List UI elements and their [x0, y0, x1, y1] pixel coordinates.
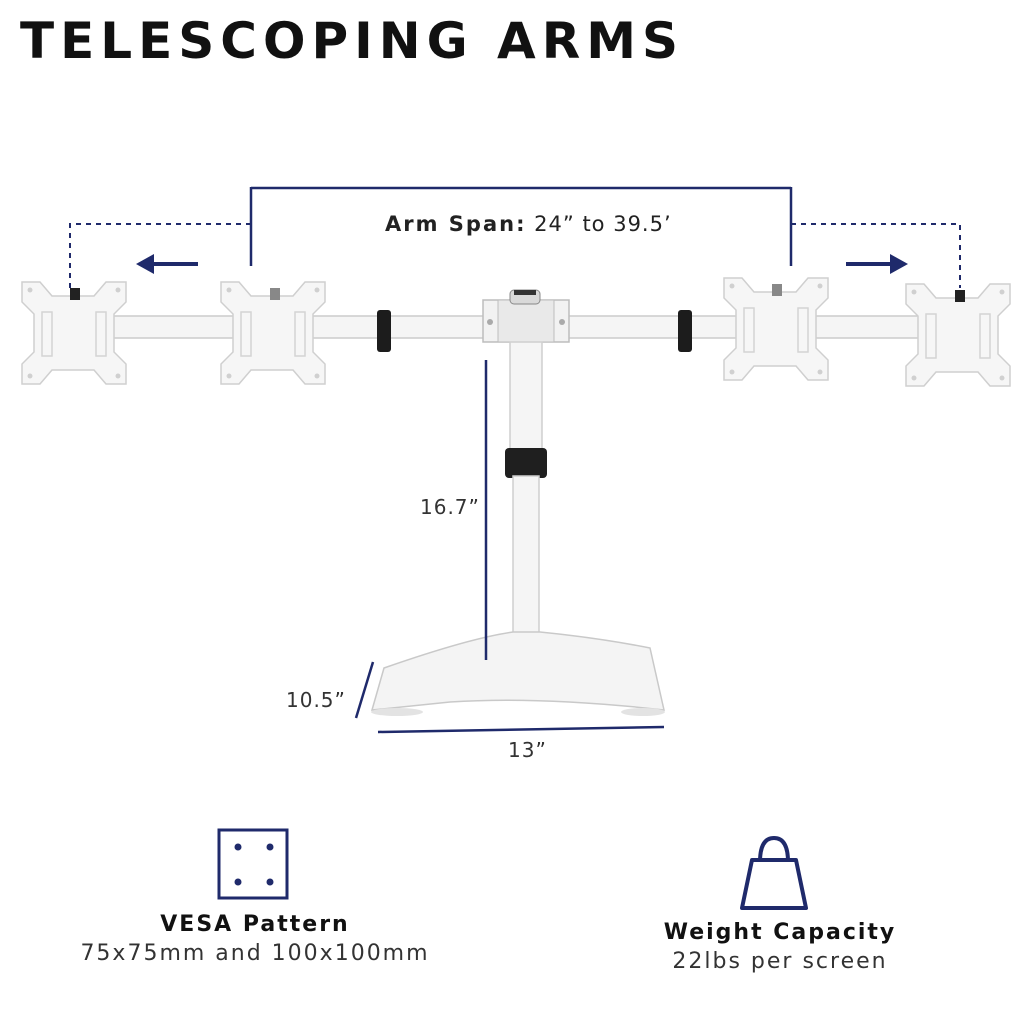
- pole-lower: [512, 475, 540, 655]
- arm-span-title: Arm Span:: [385, 212, 527, 236]
- weight-feature: Weight Capacity 22lbs per screen: [640, 920, 920, 974]
- arm-span-label: Arm Span: 24” to 39.5’: [385, 212, 672, 236]
- weight-detail: 22lbs per screen: [672, 949, 888, 974]
- stand-base: [370, 631, 665, 716]
- center-clamp: [482, 289, 570, 343]
- pole-upper: [509, 341, 543, 463]
- vesa-pattern-icon: [217, 828, 289, 900]
- arm-span-value: 24” to 39.5’: [534, 212, 672, 236]
- height-dimension: 16.7”: [420, 495, 480, 519]
- extension-guides: [69, 223, 961, 288]
- arrow-left-icon: [136, 254, 198, 274]
- depth-dimension-line: [354, 661, 375, 719]
- depth-dimension: 10.5”: [286, 688, 346, 712]
- cable-clip-left: [377, 310, 391, 352]
- arm-span-bracket: [249, 186, 793, 266]
- arrow-right-icon: [846, 254, 908, 274]
- page-title: TELESCOPING ARMS: [20, 12, 684, 70]
- vesa-feature: VESA Pattern 75x75mm and 100x100mm: [80, 912, 430, 966]
- vesa-detail: 75x75mm and 100x100mm: [80, 941, 430, 966]
- cable-clip-right: [678, 310, 692, 352]
- vesa-title: VESA Pattern: [160, 912, 350, 937]
- weight-title: Weight Capacity: [663, 920, 897, 945]
- height-clamp: [505, 448, 547, 478]
- width-dimension-line: [377, 725, 665, 734]
- plate-knobs: [70, 284, 965, 302]
- weight-icon: [740, 836, 808, 910]
- width-dimension: 13”: [508, 738, 547, 762]
